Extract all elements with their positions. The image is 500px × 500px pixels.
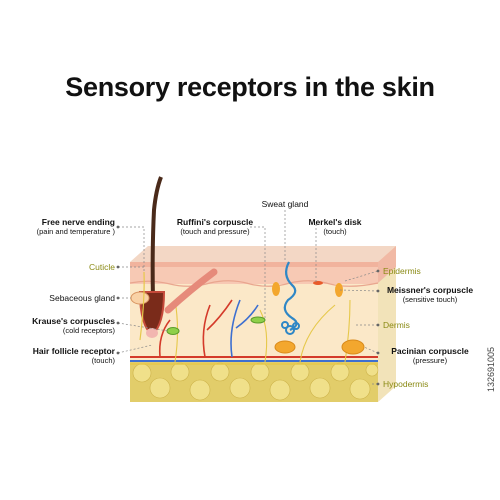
free-nerve-ending-desc: (pain and temperature ) [36,227,115,236]
ruffini-name: Ruffini's corpuscle [176,217,254,227]
stratum-corneum [130,262,378,267]
label-cuticle: Cuticle [89,262,115,272]
stock-id: 132691005 [486,346,496,392]
label-merkel-disk: Merkel's disk (touch) [300,217,370,237]
page-title: Sensory receptors in the skin [65,72,435,102]
sweat-gland-duct [283,261,298,331]
leader-lines [117,210,379,385]
hair-bulb [146,328,158,338]
fat-cells [132,362,379,401]
label-krause-corpuscles: Krause's corpuscles (cold receptors) [14,316,115,336]
label-hair-follicle-receptor: Hair follicle receptor (touch) [10,346,115,366]
merkel-disk [313,281,323,285]
krause-name: Krause's corpuscles [32,316,115,326]
epidermis-layer [130,262,378,284]
blood-vessels [158,299,259,358]
pacinian-name: Pacinian corpuscle [391,346,469,356]
hair-shaft [150,176,163,301]
label-free-nerve-ending: Free nerve ending (pain and temperature … [18,217,115,237]
ruffini-desc: (touch and pressure) [180,227,250,236]
pacinian-corpuscle [274,340,296,354]
hair-follicle-desc: (touch) [91,356,115,365]
free-nerve-ending-name: Free nerve ending [41,217,115,227]
meissner-corpuscle [335,283,343,297]
label-ruffini-corpuscle: Ruffini's corpuscle (touch and pressure) [165,217,265,237]
label-sebaceous-gland: Sebaceous gland [49,293,115,303]
pacinian-desc: (pressure) [412,356,448,365]
meissner-corpuscle [272,282,280,296]
label-hypodermis: Hypodermis [383,379,429,389]
label-pacinian-corpuscle: Pacinian corpuscle (pressure) [380,346,480,366]
label-sweat-gland: Sweat gland [261,199,309,209]
ruffini-corpuscle [250,316,266,324]
krause-corpuscle [166,327,180,335]
arrector-pili [164,268,218,314]
sebaceous-gland [130,291,150,305]
free-nerve-ending [139,271,145,341]
leader-dots [116,225,380,386]
label-dermis: Dermis [383,320,410,330]
hair-follicle-name: Hair follicle receptor [32,346,115,356]
merkel-name: Merkel's disk [308,217,362,227]
pacinian-corpuscle [341,339,365,355]
label-meissner-corpuscle: Meissner's corpuscle (sensitive touch) [380,285,480,305]
meissner-name: Meissner's corpuscle [386,285,474,295]
krause-desc: (cold receptors) [62,326,115,335]
merkel-desc: (touch) [323,227,347,236]
meissner-desc: (sensitive touch) [402,295,458,304]
sweat-gland-coil [281,321,300,335]
label-epidermis: Epidermis [383,266,421,276]
